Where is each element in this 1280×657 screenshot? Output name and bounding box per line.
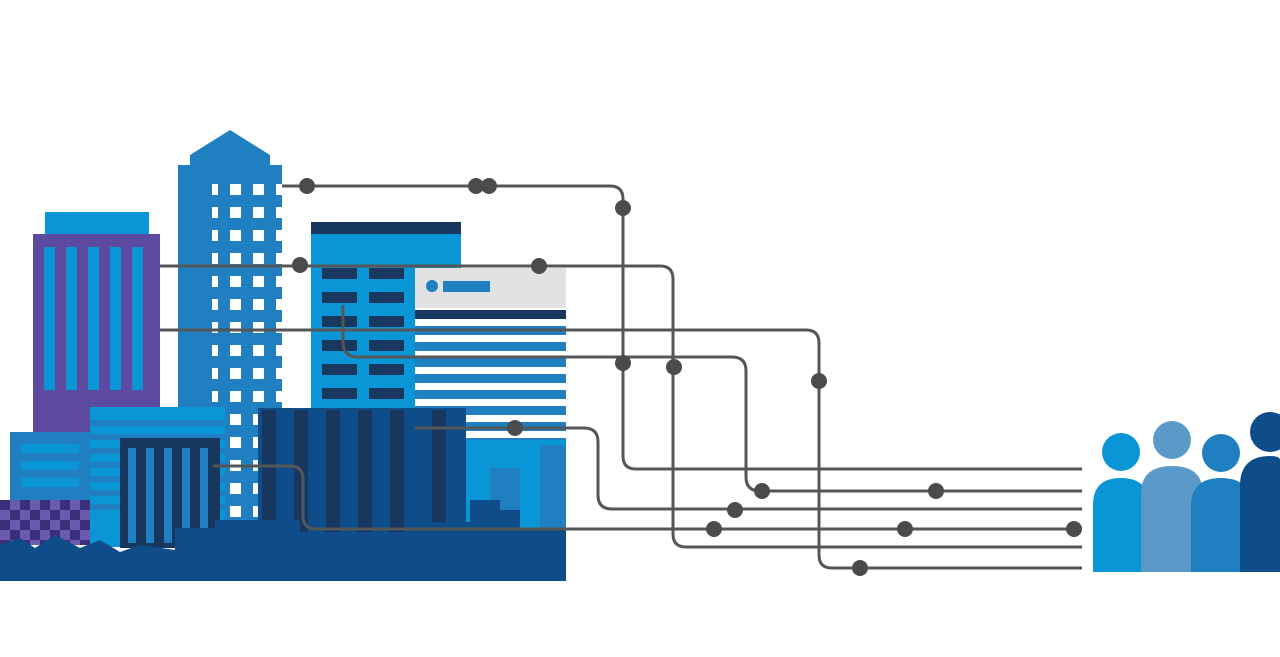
low-left-building	[10, 432, 92, 500]
network-node	[1066, 521, 1082, 537]
network-node	[299, 178, 315, 194]
network-node	[706, 521, 722, 537]
network-node	[481, 178, 497, 194]
network-node	[615, 355, 631, 371]
checker-block	[0, 500, 90, 545]
purple-building	[33, 212, 160, 434]
network-node	[666, 359, 682, 375]
person-icon	[1240, 412, 1280, 572]
network-node	[468, 178, 484, 194]
network-node	[928, 483, 944, 499]
person-icon	[1141, 421, 1203, 572]
person-icon	[1093, 433, 1149, 572]
network-node	[292, 257, 308, 273]
mid-low-building	[90, 407, 225, 548]
ground-silhouette	[0, 500, 566, 581]
network-node	[507, 420, 523, 436]
network-node	[727, 502, 743, 518]
network-node	[852, 560, 868, 576]
network-node	[531, 258, 547, 274]
network-node	[811, 373, 827, 389]
network-node	[754, 483, 770, 499]
network-node	[615, 200, 631, 216]
people-group-icon	[1093, 412, 1280, 572]
network-lines-icon	[160, 178, 1082, 576]
person-icon	[1191, 434, 1251, 572]
network-node	[897, 521, 913, 537]
